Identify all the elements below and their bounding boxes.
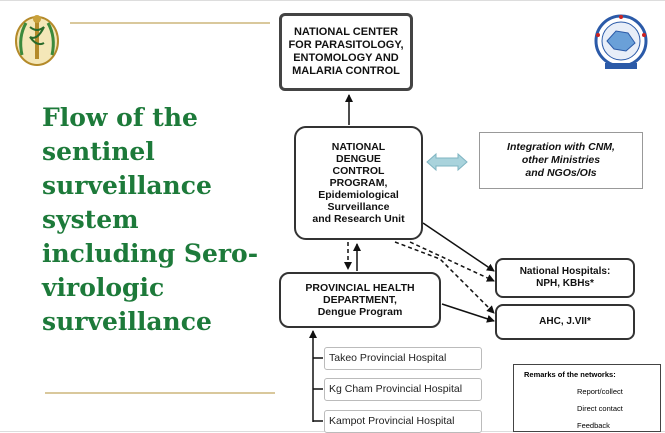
node-provincial-health-department: PROVINCIAL HEALTH DEPARTMENT, Dengue Pro… [279,272,441,328]
top-rule [70,22,270,24]
legend-title: Remarks of the networks: [524,370,616,379]
double-arrow-integration [426,152,468,172]
node-national-center-parasitology: NATIONAL CENTER FOR PARASITOLOGY, ENTOMO… [279,13,413,91]
hospital-kg-cham: Kg Cham Provincial Hospital [324,378,482,401]
center-emblem-logo [594,14,648,69]
legend-label-feedback: Feedback [577,421,610,430]
ministry-emblem-logo [15,15,59,66]
legend: Remarks of the networks: Report/collect … [513,364,661,432]
line-ndcp-nh [422,222,495,272]
legend-label-direct: Direct contact [577,404,623,413]
legend-label-report: Report/collect [577,387,623,396]
slide-title: Flow of the sentinel surveillance system… [42,103,259,336]
hospital-takeo: Takeo Provincial Hospital [324,347,482,370]
node-national-dengue-control-program: NATIONAL DENGUE CONTROL PROGRAM, Epidemi… [294,126,423,240]
node-integration: Integration with CNM, other Ministries a… [479,132,643,189]
hospital-kampot: Kampot Provincial Hospital [324,410,482,433]
node-ahc: AHC, J.VII* [495,304,635,340]
bottom-rule [45,392,275,394]
node-national-hospitals: National Hospitals: NPH, KBHs* [495,258,635,298]
line-phd-ahc [441,303,495,323]
